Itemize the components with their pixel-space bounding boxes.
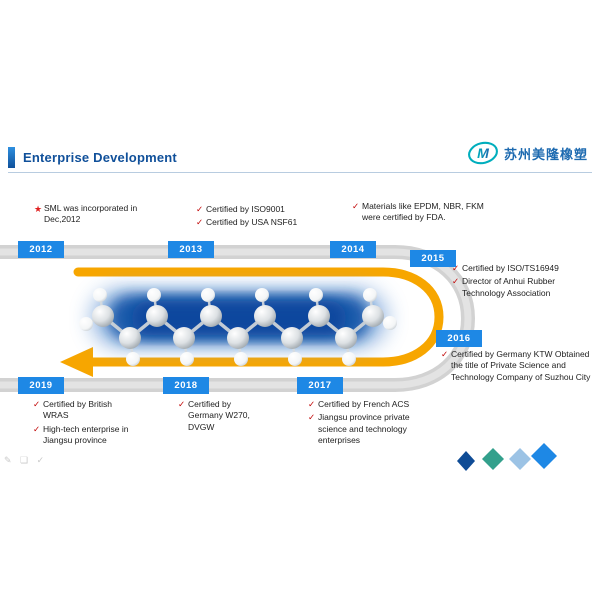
year-badge-2019: 2019	[18, 377, 64, 394]
svg-text:M: M	[477, 145, 489, 161]
check-icon: ✓	[196, 204, 204, 214]
milestone-item: ✓ Certified by ISO9001	[196, 204, 311, 215]
footer-edit-icons: ✎ ❏ ✓	[4, 455, 48, 465]
check-icon: ✓	[452, 263, 460, 273]
milestone-item: ✓ High-tech enterprise in Jiangsu provin…	[33, 424, 133, 447]
check-icon: ✓	[196, 217, 204, 228]
milestone-text: SML was incorporated in Dec,2012	[44, 203, 138, 225]
year-badge-2012: 2012	[18, 241, 64, 258]
decor-diamond	[531, 443, 557, 469]
company-logo: M 苏州美隆橡塑	[467, 140, 588, 166]
milestone-item: ✓ Director of Anhui Rubber Technology As…	[452, 276, 592, 299]
check-icon: ✓	[352, 201, 360, 211]
milestone-item: ✓ Certified by British WRAS	[33, 399, 133, 422]
molecule-graphic	[79, 288, 397, 366]
check-icon: ✓	[308, 412, 316, 423]
logo-company-name: 苏州美隆橡塑	[503, 146, 588, 162]
milestone-2016: ✓ Certified by Germany KTW Obtained the …	[441, 349, 591, 385]
year-badge-2014: 2014	[330, 241, 376, 258]
milestone-item: ✓ Certified by Germany W270, DVGW	[178, 399, 258, 433]
milestone-text: Certified by ISO/TS16949	[462, 263, 559, 273]
milestone-item: ★ SML was incorporated in Dec,2012	[34, 203, 139, 226]
decor-diamond	[509, 448, 531, 470]
milestone-2013: ✓ Certified by ISO9001 ✓ Certified by US…	[196, 204, 311, 231]
milestone-2015: ✓ Certified by ISO/TS16949 ✓ Director of…	[452, 263, 592, 301]
milestone-item: ✓ Certified by French ACS	[308, 399, 440, 410]
check-icon: ✓	[441, 349, 449, 359]
decor-diamonds	[457, 443, 557, 471]
milestone-text: Certified by Germany KTW Obtained the ti…	[451, 349, 591, 382]
milestone-item: ✓ Certified by Germany KTW Obtained the …	[441, 349, 591, 383]
arrow-head	[60, 347, 93, 377]
timeline-arrow	[60, 267, 444, 377]
year-badge-2013: 2013	[168, 241, 214, 258]
star-icon: ★	[34, 204, 43, 214]
check-icon: ✓	[33, 399, 41, 409]
milestone-text: Jiangsu province private science and tec…	[318, 412, 410, 446]
year-badge-2015: 2015	[410, 250, 456, 267]
milestone-text: Certified by French ACS	[318, 399, 410, 409]
check-icon: ✓	[178, 399, 186, 409]
decor-diamond	[482, 448, 504, 470]
check-icon: ✓	[33, 423, 41, 434]
milestone-item: ✓ Jiangsu province private science and t…	[308, 412, 440, 446]
timeline-road	[0, 245, 476, 392]
header-divider	[8, 172, 592, 173]
milestone-2012: ★ SML was incorporated in Dec,2012	[34, 203, 139, 228]
milestone-2017: ✓ Certified by French ACS ✓ Jiangsu prov…	[308, 399, 440, 449]
milestone-2014: ✓ Materials like EPDM, NBR, FKM were cer…	[352, 201, 484, 226]
check-icon: ✓	[452, 276, 460, 287]
milestone-2018: ✓ Certified by Germany W270, DVGW	[178, 399, 258, 435]
milestone-text: High-tech enterprise in Jiangsu province	[43, 423, 129, 446]
milestone-text: Director of Anhui Rubber Technology Asso…	[462, 276, 556, 298]
milestone-text: Materials like EPDM, NBR, FKM were certi…	[362, 201, 484, 223]
check-icon: ✓	[308, 399, 316, 409]
year-badge-2018: 2018	[163, 377, 209, 394]
milestone-item: ✓ Certified by ISO/TS16949	[452, 263, 592, 274]
milestone-text: Certified by Germany W270, DVGW	[188, 399, 250, 432]
year-badge-2016: 2016	[436, 330, 482, 347]
milestone-text: Certified by British WRAS	[43, 399, 112, 421]
decor-diamond	[457, 451, 475, 471]
logo-m-icon: M	[468, 141, 498, 165]
milestone-2019: ✓ Certified by British WRAS ✓ High-tech …	[33, 399, 133, 449]
molecule-glow	[90, 288, 388, 348]
year-badge-2017: 2017	[297, 377, 343, 394]
milestone-item: ✓ Materials like EPDM, NBR, FKM were cer…	[352, 201, 484, 224]
title-accent-bar	[8, 147, 15, 168]
milestone-item: ✓ Certified by USA NSF61	[196, 217, 311, 228]
page-title: Enterprise Development	[23, 150, 177, 165]
milestone-text: Certified by USA NSF61	[206, 217, 298, 228]
milestone-text: Certified by ISO9001	[206, 204, 285, 214]
